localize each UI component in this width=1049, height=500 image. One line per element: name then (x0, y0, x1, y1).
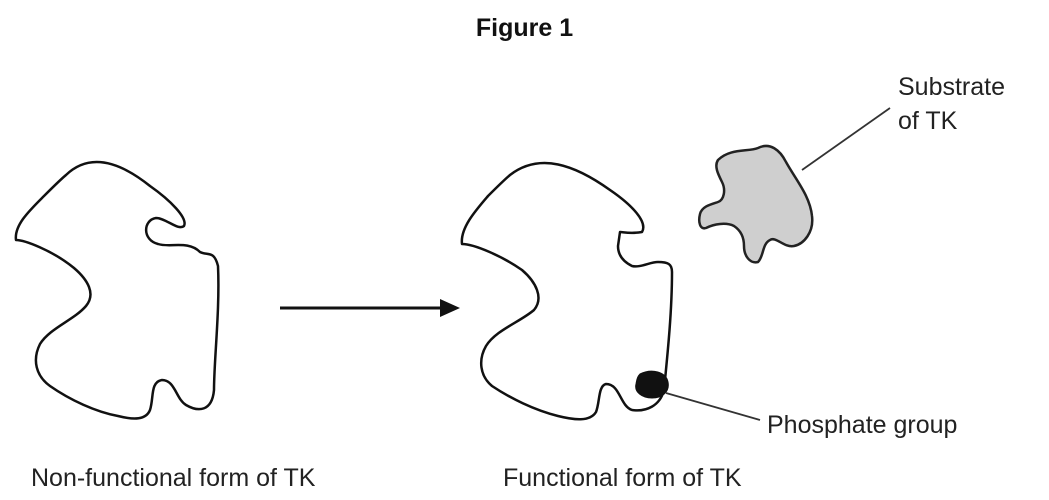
functional-label: Functional form of TK (503, 464, 742, 492)
substrate-label: Substrate of TK (898, 70, 1005, 138)
non-functional-tk-shape (14, 160, 220, 420)
substrate-shape (698, 144, 814, 264)
phosphate-label: Phosphate group (767, 411, 958, 439)
functional-tk-shape (460, 161, 674, 421)
arrowhead (440, 299, 460, 317)
substrate-label-line2: of TK (898, 107, 958, 135)
substrate-label-line1: Substrate (898, 73, 1006, 101)
substrate-pointer-line (801, 107, 891, 171)
phosphate-pointer-line (665, 392, 761, 421)
phosphate-group-blob (635, 370, 669, 399)
figure-title: Figure 1 (475, 14, 574, 42)
non-functional-label: Non-functional form of TK (31, 464, 316, 492)
